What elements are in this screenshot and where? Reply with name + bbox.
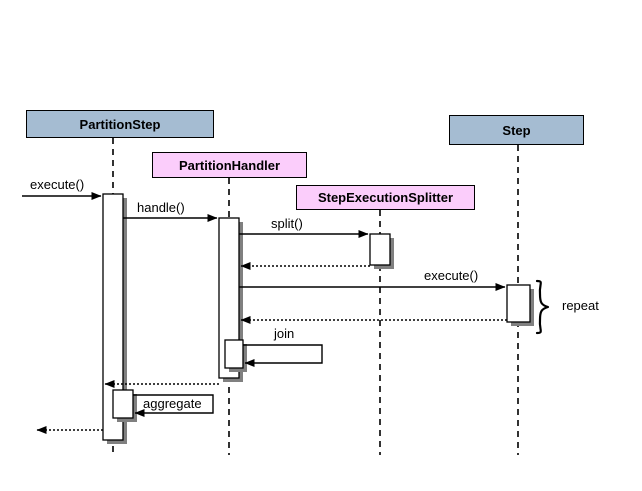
message-label-split: split() [271,216,303,231]
participant-partitionStep[interactable]: PartitionStep [26,110,214,138]
activation-splitter [369,233,391,266]
participant-stepExecutionSplitter[interactable]: StepExecutionSplitter [296,185,475,210]
repeat-label: repeat [562,298,599,313]
message-label-join: join [274,326,295,341]
participant-partitionHandler[interactable]: PartitionHandler [152,152,307,178]
selfcall-join [243,344,323,367]
activation-aggregate [112,389,134,419]
message-label-aggregate: aggregate [143,396,202,411]
participant-label-stepExecutionSplitter: StepExecutionSplitter [317,190,454,205]
participant-step[interactable]: Step [449,115,584,145]
message-arrows [22,192,507,434]
participant-label-step: Step [502,122,531,138]
repeat-brace-group [535,279,550,335]
repeat-brace-icon [535,279,550,335]
participant-label-partitionStep: PartitionStep [79,116,161,132]
selfcall-aggregate [133,394,214,417]
activation-join [224,339,244,369]
message-label-execute-in: execute() [30,177,85,192]
self-call-loops [133,344,323,417]
message-label-handle: handle() [137,200,185,215]
activation-bars [102,193,534,444]
activation-step [506,284,531,323]
message-label-execute-step: execute() [424,268,479,283]
activation-partitionhandler [218,217,240,379]
participant-label-partitionHandler: PartitionHandler [178,157,281,173]
activation-partitionstep [102,193,124,441]
